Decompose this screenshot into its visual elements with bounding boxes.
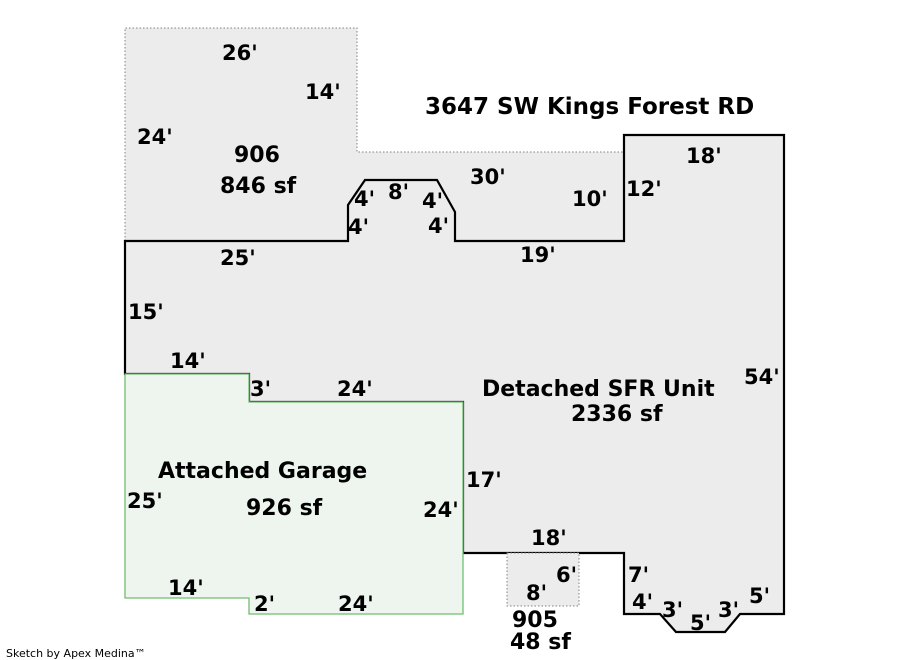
main-unit-size: 2336 sf	[571, 402, 663, 427]
dimension-label: 19'	[520, 243, 556, 267]
dimension-label: 30'	[470, 165, 506, 189]
dimension-label: 4'	[354, 187, 375, 211]
dimension-label: 17'	[466, 468, 502, 492]
dimension-label: 10'	[572, 187, 608, 211]
dimension-label: 4'	[422, 189, 443, 213]
dimension-label: 26'	[222, 41, 258, 65]
dimension-label: 3'	[662, 598, 683, 622]
dimension-label: 8'	[388, 180, 409, 204]
sketch-credit: Sketch by Apex Medina™	[6, 647, 146, 660]
garage-name: Attached Garage	[158, 459, 367, 484]
dimension-label: 14'	[170, 349, 206, 373]
area-906-size: 846 sf	[220, 174, 297, 199]
dimension-label: 15'	[128, 300, 164, 324]
dimension-label: 54'	[744, 365, 780, 389]
dimension-label: 4'	[348, 215, 369, 239]
dimension-label: 6'	[556, 563, 577, 587]
dimension-label: 24'	[137, 125, 173, 149]
area-905-outline	[506, 552, 580, 607]
dimension-label: 24'	[423, 498, 459, 522]
garage-outline	[124, 373, 464, 615]
dimension-label: 24'	[337, 377, 373, 401]
dimension-label: 5'	[690, 611, 711, 635]
dimension-label: 18'	[686, 144, 722, 168]
dimension-label: 12'	[626, 177, 662, 201]
area-906-code: 906	[234, 143, 280, 168]
area-905-code: 905	[512, 608, 558, 633]
dimension-label: 4'	[428, 214, 449, 238]
dimension-label: 4'	[632, 590, 653, 614]
dimension-label: 14'	[305, 80, 341, 104]
main-unit-name: Detached SFR Unit	[482, 377, 715, 402]
property-address: 3647 SW Kings Forest RD	[425, 94, 754, 120]
dimension-label: 2'	[254, 592, 275, 616]
garage-size: 926 sf	[246, 496, 323, 521]
dimension-label: 8'	[526, 581, 547, 605]
dimension-label: 25'	[127, 489, 163, 513]
dimension-label: 3'	[718, 598, 739, 622]
area-905-size: 48 sf	[510, 630, 571, 655]
dimension-label: 25'	[220, 246, 256, 270]
area-906-outline	[124, 27, 625, 242]
dimension-label: 7'	[628, 563, 649, 587]
dimension-label: 5'	[749, 584, 770, 608]
dimension-label: 18'	[531, 526, 567, 550]
dimension-label: 24'	[338, 592, 374, 616]
dimension-label: 14'	[168, 576, 204, 600]
dimension-label: 3'	[250, 377, 271, 401]
